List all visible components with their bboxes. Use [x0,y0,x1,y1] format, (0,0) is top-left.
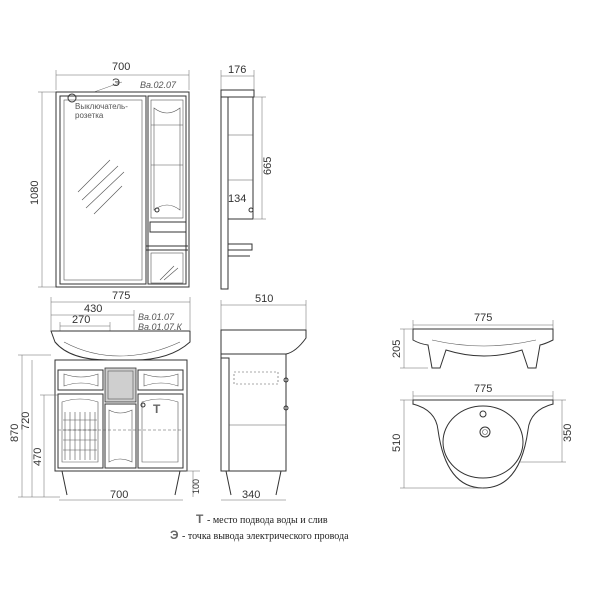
outlet-label-line2: розетка [75,111,104,120]
legend-mark-electric: Э [170,528,179,542]
vanity-270-label: 270 [72,314,90,326]
legend-mark-water: Т [196,512,204,526]
leg-left [61,470,68,496]
mirror-side-body [220,96,229,290]
mirror-side-view: 176 665 134 [220,64,274,290]
vanity-height-870: 870 [9,424,21,442]
vanity-front-view: 775 430 270 Ва.01.07 Ва.01.07.К [9,290,201,501]
door-left [57,393,104,469]
mirror-depth-label: 176 [228,64,246,76]
vanity-width-label: 775 [112,290,130,302]
vanity-height-720: 720 [20,412,32,430]
vanity-height-470: 470 [32,448,44,466]
vanity-side-view: 510 340 [220,293,307,501]
mirror-side-column [147,95,187,285]
vanity-code-2: Ва.01.07.К [138,322,183,332]
vanity-depth-label: 510 [255,293,273,305]
drawer-left [57,369,104,391]
drawer-center [104,367,137,403]
vanity-base-depth: 340 [242,489,260,501]
sink-plan-outline [412,399,554,489]
shelf-height-label: 665 [262,157,274,175]
mirror-model-code: Ва.02.07 [140,80,177,90]
drain-hole [479,426,491,438]
water-mark: Т [153,402,161,416]
sink-plan-width: 775 [474,383,492,395]
sink-top-width: 775 [474,312,492,324]
shelf-offset-label: 134 [228,193,246,205]
outlet-mark: Э [112,77,120,89]
vanity-base-width: 700 [110,489,128,501]
legend: Т - место подвода воды и слив Э - точка … [170,512,349,542]
mirror-height-label: 1080 [29,181,41,205]
sink-profile-view: 775 205 [391,312,554,369]
outlet-label-line1: Выключатель- [75,102,128,111]
mirror-width-label: 700 [112,61,130,73]
mirror-cabinet-body [55,91,190,288]
vanity-code-1: Ва.01.07 [138,312,175,322]
sink-plan-view: 775 510 350 [391,383,574,489]
leg-right [174,470,181,496]
sink-bowl [442,405,524,479]
mirror-shelf [149,221,187,233]
legend-text-electric: - точка вывода электрического провода [182,531,349,542]
legend-text-water: - место подвода воды и слив [207,515,328,526]
sink-profile [412,328,554,369]
door-right [137,393,184,469]
vanity-sink-top [50,330,191,361]
mirror-panel [59,95,147,285]
tap-hole [479,410,487,418]
sink-top-height: 205 [391,340,403,358]
drawer-right [137,369,184,391]
vanity-side-body [220,353,287,472]
door-center [104,403,137,469]
mirror-front-view: 700 Э Ва.02.07 Выключатель- розетка [29,61,190,288]
leg-height-label: 100 [191,479,201,494]
sink-plan-depth: 510 [391,434,403,452]
lamp-icon [67,93,77,103]
vanity-430-label: 430 [84,303,102,315]
sink-plan-inner: 350 [562,424,574,442]
